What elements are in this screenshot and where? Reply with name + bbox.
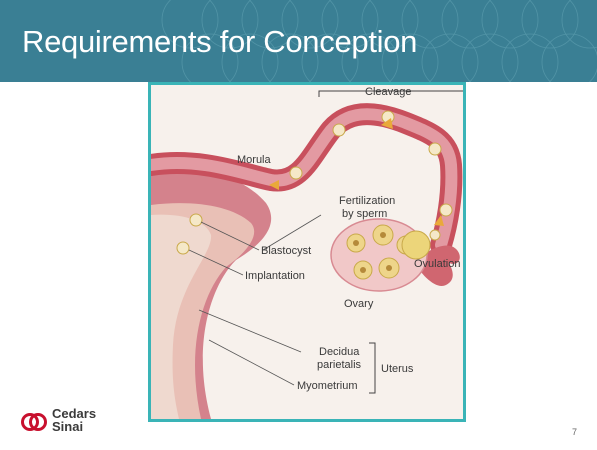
conception-diagram: Cleavage: [148, 82, 466, 422]
label-by-sperm: by sperm: [342, 208, 387, 220]
uterus-bracket: [369, 343, 375, 393]
title-bar: Requirements for Conception: [0, 0, 597, 82]
label-ovary: Ovary: [344, 298, 374, 310]
logo-line-2: Sinai: [52, 420, 96, 433]
slide-title: Requirements for Conception: [22, 24, 417, 60]
label-blastocyst: Blastocyst: [261, 245, 311, 257]
label-morula: Morula: [237, 154, 272, 166]
label-parietalis: parietalis: [317, 359, 362, 371]
label-implantation: Implantation: [245, 270, 305, 282]
label-cleavage: Cleavage: [365, 86, 411, 98]
label-decidua: Decidua: [319, 346, 360, 358]
label-uterus: Uterus: [381, 363, 414, 375]
logo-text: Cedars Sinai: [52, 407, 96, 433]
cedars-sinai-logo: Cedars Sinai: [20, 406, 130, 438]
label-fertilization: Fertilization: [339, 195, 395, 207]
ovulated-egg: [402, 231, 430, 259]
page-number: 7: [572, 427, 577, 437]
logo-mark-icon: [20, 408, 48, 436]
label-ovulation: Ovulation: [414, 258, 460, 270]
label-myometrium: Myometrium: [297, 380, 358, 392]
